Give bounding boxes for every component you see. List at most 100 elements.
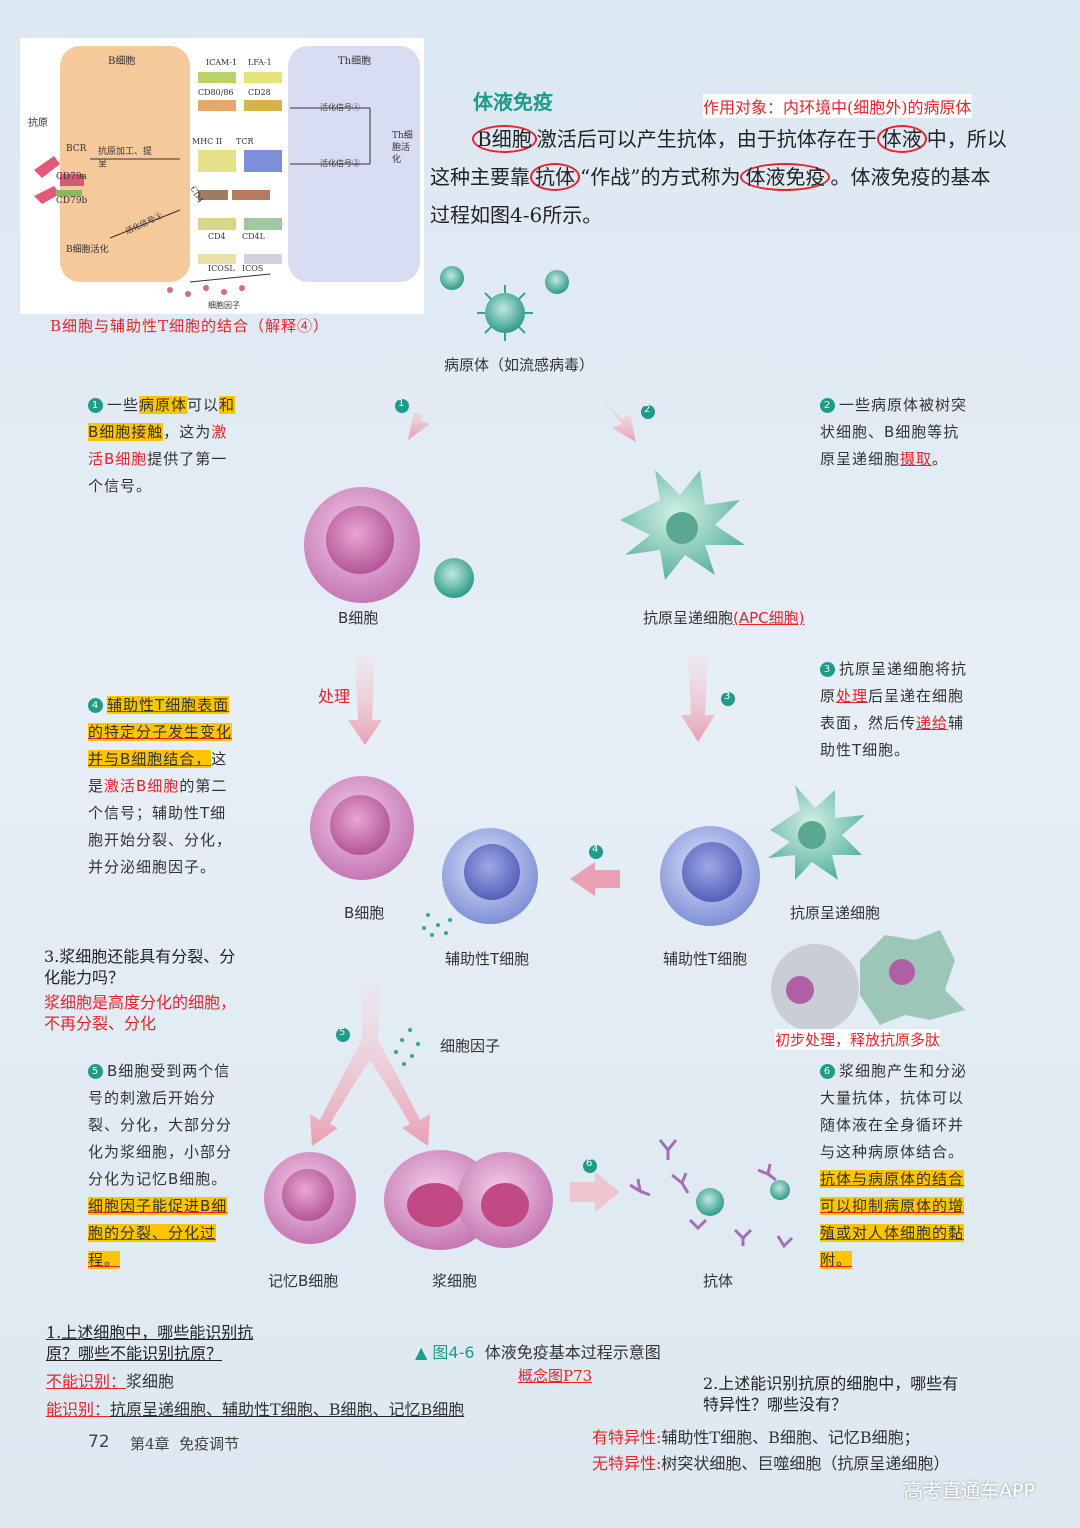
inset-mhc2: MHC II — [192, 137, 223, 146]
step-4-num: 4 — [88, 698, 103, 713]
circled-body-fluid: 体液 — [876, 125, 927, 153]
step-4-d: 的第二个信号；辅助性T细胞开始分裂、分化，并分泌细胞因子。 — [88, 777, 233, 876]
step-3-c: 后呈递在细胞表面，然后传 — [820, 687, 965, 732]
inset-processing-label: 抗原加工、提呈 — [98, 147, 153, 169]
step-5-num: 5 — [88, 1064, 103, 1079]
arrow-4 — [570, 862, 620, 896]
intro-text-3: 所以这种主要靠 — [430, 127, 1007, 189]
step-1-e: ，这为 — [163, 423, 212, 441]
step-4-a: 辅助性T细胞表面的特定分子发生变化并与B细胞结合， — [88, 696, 233, 768]
step-3-a: 抗原呈递细胞将抗原 — [820, 660, 968, 705]
arrow-3 — [681, 655, 715, 742]
arrow-num-5: 5 — [339, 1027, 346, 1038]
arrow-6 — [570, 1172, 620, 1212]
arrow-num-1: 1 — [398, 398, 405, 409]
answer-2-specific: 有特异性:辅助性T细胞、B细胞、记忆B细胞； — [592, 1424, 920, 1448]
step-2-a: 一些病原体被树突状细胞、B细胞等抗原呈递细胞 — [820, 396, 968, 468]
inset-lfa1: LFA-1 — [248, 58, 272, 67]
answer-1-yes-label: 能识别： — [46, 1400, 111, 1419]
answer-1-no-label: 不能识别： — [46, 1372, 127, 1391]
inset-cd79a-label: CD79a — [56, 172, 87, 182]
processing-note: 处理 — [318, 687, 351, 706]
inset-b-cell-label: B细胞 — [108, 56, 136, 67]
inset-caption: B细胞与辅助性T细胞的结合（解释④） — [50, 317, 330, 335]
arrow-1 — [408, 396, 440, 440]
apc-note: (APC细胞) — [733, 609, 805, 627]
answer-1-no-value: 浆细胞 — [126, 1372, 175, 1391]
figure-caption-text: 体液免疫基本过程示意图 — [484, 1343, 661, 1362]
answer-2-nonspec-value: 树突状细胞、巨噬细胞（抗原呈递细胞） — [661, 1454, 950, 1473]
antibody-label: 抗体 — [703, 1272, 734, 1290]
step-3-b: 处理 — [836, 687, 869, 705]
concept-map-ref: 概念图P73 — [518, 1367, 593, 1385]
inset-icam1: ICAM-1 — [206, 58, 238, 67]
inset-signal1: 活化信号① — [320, 103, 360, 112]
step-1-b: 病原体 — [139, 396, 188, 414]
question-1: 1.上述细胞中，哪些能识别抗原？哪些不能识别抗原？ — [46, 1323, 254, 1363]
step-2-c: 。 — [932, 450, 949, 468]
inset-b-activation: B细胞活化 — [66, 245, 109, 255]
arrow-num-2: 2 — [644, 404, 651, 415]
step-1-c: 可以 — [187, 396, 220, 414]
step-2-num: 2 — [820, 398, 835, 413]
step-3-d: 递给 — [916, 714, 949, 732]
question-3: 3.浆细胞还能具有分裂、分化能力吗？ — [44, 947, 236, 987]
step-1-g: 提供了第一个信号。 — [88, 450, 228, 495]
inset-th-cell-label: Th细胞 — [338, 56, 372, 67]
step-3-num: 3 — [820, 662, 835, 677]
step-5-b: 细胞因子能促进B细胞的分裂、分化过程。 — [88, 1197, 228, 1269]
figure-number: 图4-6 — [432, 1343, 475, 1362]
plasma-label: 浆细胞 — [432, 1272, 478, 1290]
intro-paragraph: B细胞激活后可以产生抗体，由于抗体存在于体液中，所以这种主要靠抗体“作战”的方式… — [430, 120, 1010, 234]
inset-th-activation: Th细胞活化 — [392, 131, 413, 165]
inset-signal2: 活化信号② — [320, 159, 360, 168]
figure-triangle-icon: ▲ — [415, 1343, 428, 1362]
circled-b-cell: B细胞 — [472, 125, 537, 153]
step-4-b: 这是 — [88, 750, 228, 795]
inset-cd4l: CD4L — [242, 232, 265, 241]
inset-icosl: ICOSL — [208, 264, 235, 273]
arrow-processing — [348, 655, 382, 745]
apc-label-1: 抗原呈递细胞(APC细胞) — [643, 607, 805, 628]
intro-text-5: 。体液 — [830, 165, 891, 189]
inset-cd8086: CD80/86 — [198, 88, 234, 97]
step-2-b: 摄取 — [900, 450, 933, 468]
answer-3: 浆细胞是高度分化的细胞，不再分裂、分化 — [44, 993, 237, 1033]
inset-cytokines-label: 细胞因子 — [208, 301, 240, 310]
memory-b-label: 记忆B细胞 — [268, 1272, 339, 1290]
intro-text-4: “作战”的方式称为 — [580, 165, 741, 189]
apc-label-2: 抗原呈递细胞 — [790, 904, 881, 922]
inset-cd4-b: CD4 — [208, 232, 226, 241]
answer-1-yes: 能识别：抗原呈递细胞、辅助性T细胞、B细胞、记忆B细胞 — [46, 1396, 464, 1420]
b-cell-label-2: B细胞 — [344, 904, 385, 922]
pathogen-group — [440, 266, 569, 341]
inset-icos: ICOS — [242, 264, 264, 273]
circled-humoral: 体液免疫 — [740, 163, 831, 191]
arrow-step-numbers — [336, 399, 735, 1173]
intro-text-6: 免疫的基本过程如图4-6所示。 — [430, 165, 991, 227]
inset-cytokine-dots — [167, 285, 245, 297]
chapter-title: 免疫调节 — [179, 1435, 240, 1453]
step-6-a: 浆细胞产生和分泌大量抗体，抗体可以随体液在全身循环并与这种病原体结合。 — [820, 1062, 968, 1161]
answer-2-spec-value: 辅助性T细胞、B细胞、记忆B细胞； — [661, 1428, 920, 1447]
arrow-num-3: 3 — [724, 691, 731, 702]
cytokine-dots-2 — [394, 1028, 420, 1066]
figure-caption: ▲ 图4-6 体液免疫基本过程示意图 — [415, 1339, 661, 1363]
antibody-group — [629, 1139, 794, 1249]
inset-diagram: B细胞 Th细胞 抗原 BCR CD79a CD79b 抗原加工、提呈 活化信号… — [20, 38, 424, 314]
question-2: 2.上述能识别抗原的细胞中，哪些有特异性？哪些没有？ — [703, 1374, 959, 1414]
inset-cd28: CD28 — [248, 88, 271, 97]
th-cell-label-2: 辅助性T细胞 — [663, 950, 748, 968]
chapter-label: 第4章 免疫调节 — [130, 1433, 239, 1454]
section-title: 体液免疫 — [473, 90, 553, 114]
inset-cd79b-label: CD79b — [56, 196, 88, 206]
answer-2-nonspec-label: 无特异性: — [592, 1454, 662, 1473]
pathogen-label: 病原体（如流感病毒） — [444, 356, 595, 374]
step-1-f: 激活B细胞 — [88, 423, 228, 468]
